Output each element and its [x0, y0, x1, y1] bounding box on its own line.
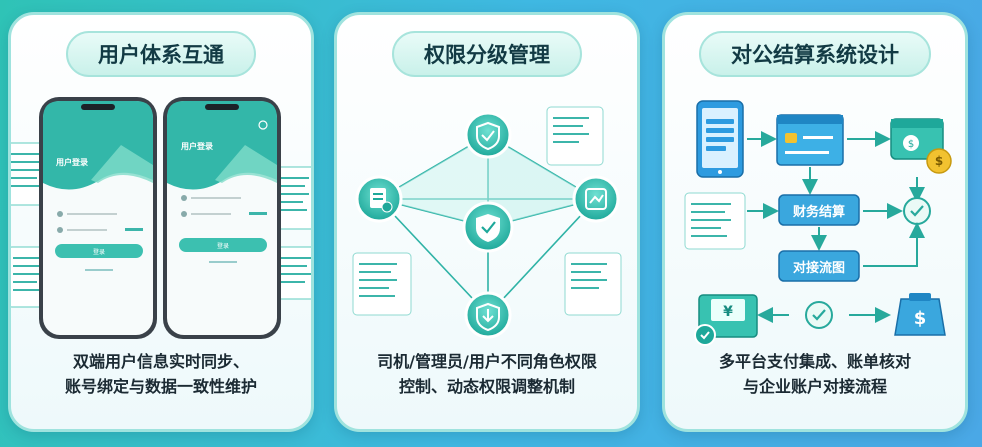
svg-text:$: $ — [935, 154, 943, 168]
phone-right-heading: 用户登录 — [180, 141, 213, 151]
phones-illustration: 用户登录 登录 用户登录 登录 — [11, 97, 311, 339]
settlement-label: 财务结算 — [793, 204, 845, 220]
document-left-icon — [355, 175, 403, 223]
card-caption: 司机/管理员/用户不同角色权限 控制、动态权限调整机制 — [377, 352, 597, 396]
svg-text:¥: ¥ — [723, 304, 733, 320]
card-title: 权限分级管理 — [392, 31, 582, 77]
note-top-right — [546, 106, 604, 166]
reconciliation-label: 对接流图 — [793, 260, 845, 276]
card-caption: 双端用户信息实时同步、 账号绑定与数据一致性维护 — [64, 352, 257, 396]
card-user-system: 用户体系互通 — [8, 12, 314, 432]
money-bag-icon: $ — [894, 293, 946, 336]
svg-text:$: $ — [914, 308, 927, 329]
phone-left-login-button: 登录 — [93, 248, 105, 256]
settlement-box — [778, 194, 860, 226]
card-caption: 多平台支付集成、账单核对 与企业账户对接流程 — [718, 352, 911, 396]
payment-card-icon — [776, 114, 844, 166]
shield-center-icon — [462, 201, 514, 253]
check-right-icon — [903, 197, 931, 225]
phone-left-heading: 用户登录 — [55, 157, 88, 167]
phone-right — [163, 97, 281, 339]
shield-top-icon — [464, 111, 512, 159]
settings-right-icon — [572, 175, 620, 223]
card-settlement-design: 对公结算系统设计 $ — [662, 12, 968, 432]
check-bottom-icon — [805, 301, 833, 329]
note-left — [352, 252, 412, 316]
phone-left — [39, 97, 157, 339]
reconciliation-box — [778, 250, 860, 282]
wallet-coin-icon: $ $ — [890, 118, 952, 174]
card-title: 用户体系互通 — [66, 31, 256, 77]
note-right — [564, 252, 622, 316]
settlement-flow: $ $ 财务结算 对接流图 — [684, 100, 952, 346]
tablet-icon — [696, 100, 744, 178]
permission-diagram — [352, 106, 622, 339]
note-left — [684, 192, 746, 250]
phone-right-login-button: 登录 — [217, 242, 229, 250]
card-title: 对公结算系统设计 — [699, 31, 931, 77]
download-bottom-icon — [464, 291, 512, 339]
cash-register-icon: ¥ — [694, 294, 758, 346]
svg-text:$: $ — [908, 139, 914, 150]
card-permission-management: 权限分级管理 — [334, 12, 640, 432]
